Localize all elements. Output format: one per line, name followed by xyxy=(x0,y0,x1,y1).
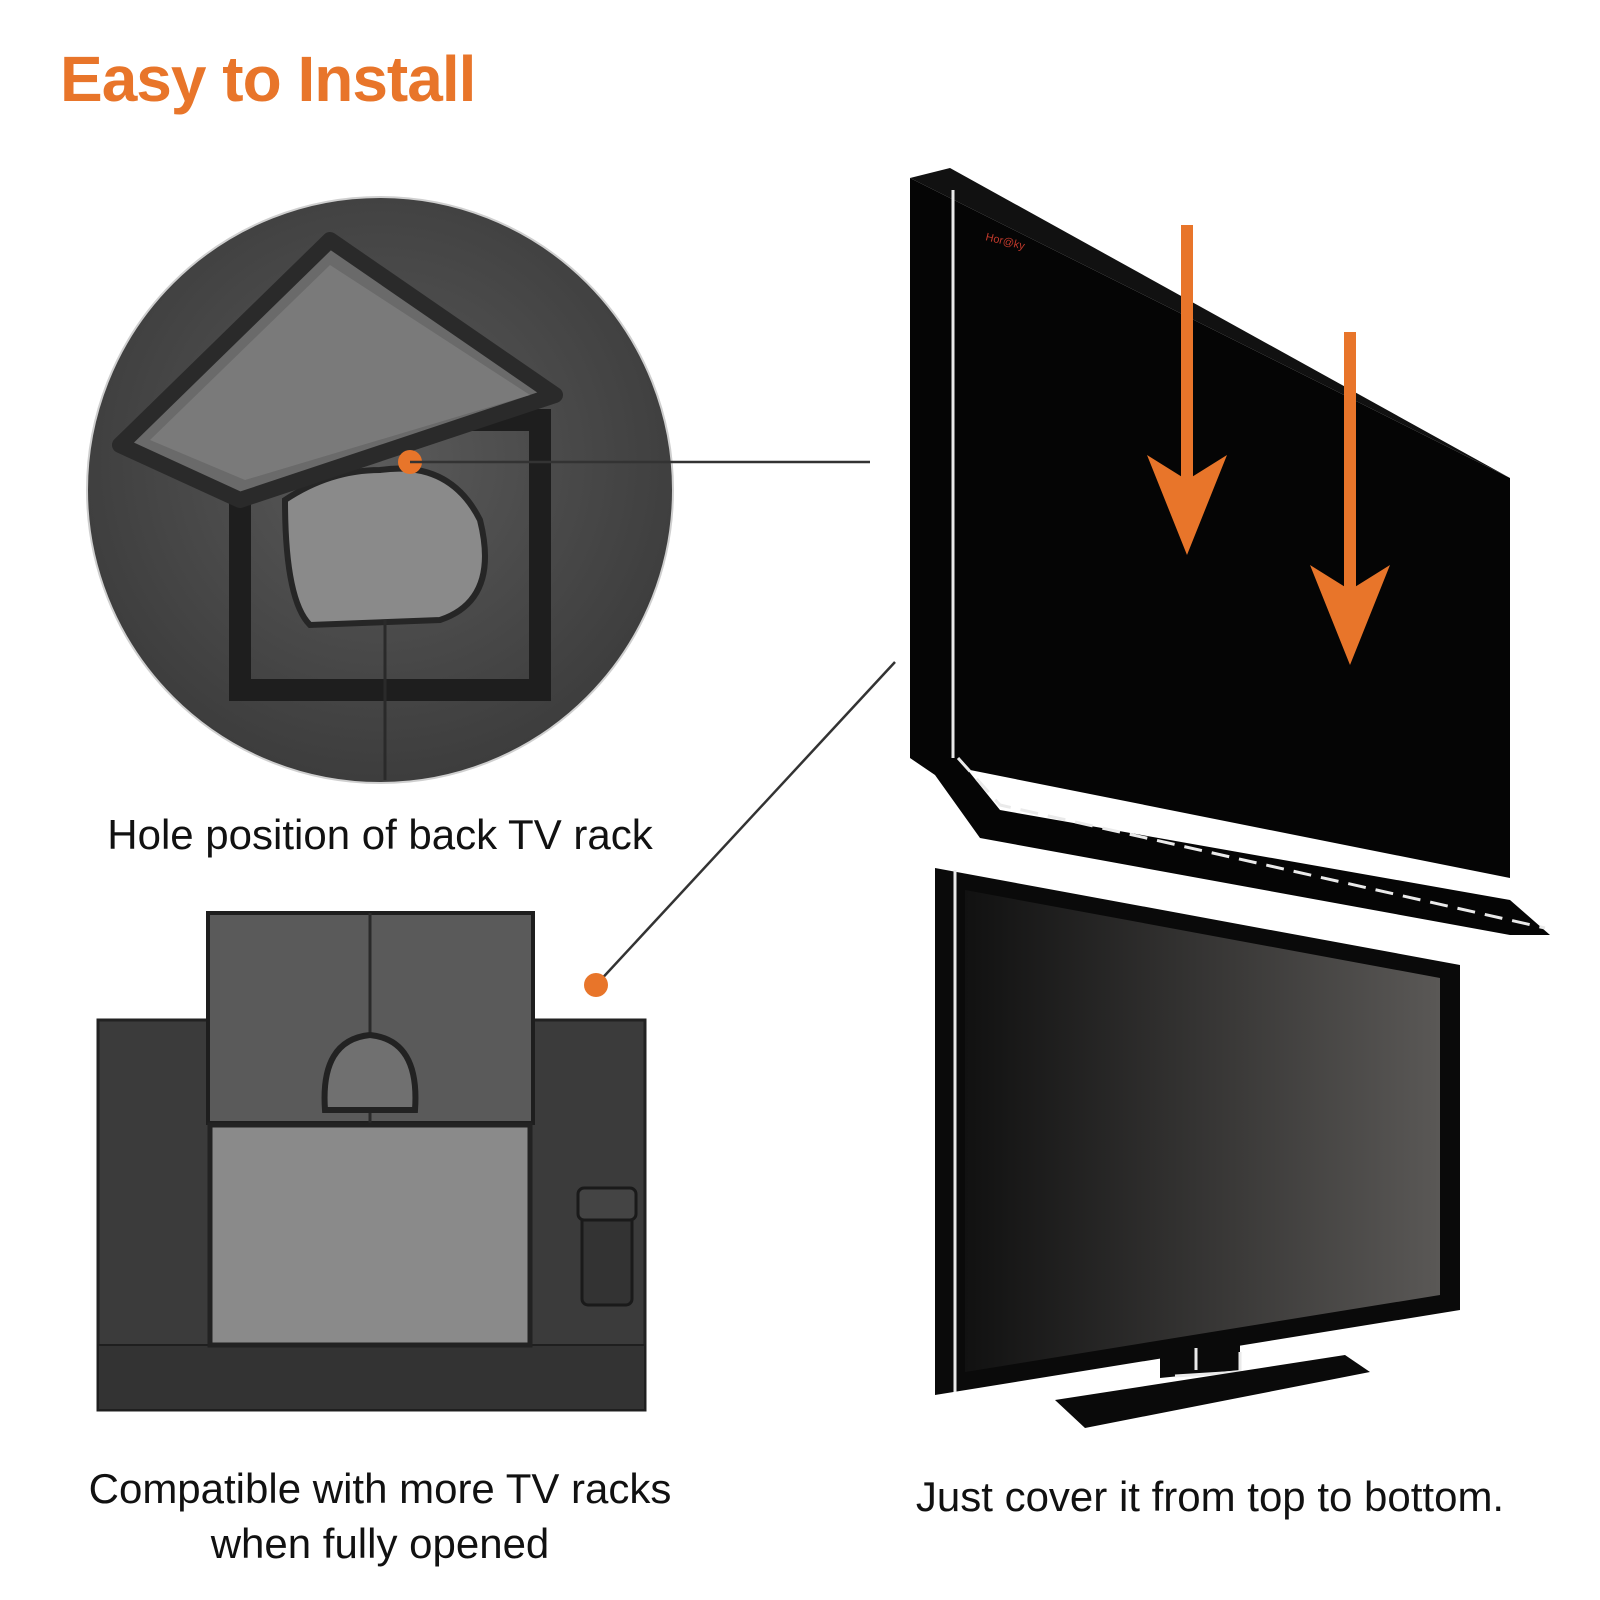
bare-tv xyxy=(935,868,1460,1428)
caption-compatible-line1: Compatible with more TV racks xyxy=(88,1465,672,1512)
caption-cover: Just cover it from top to bottom. xyxy=(915,1473,1505,1520)
covered-tv: Hor@ky xyxy=(910,168,1550,935)
down-arrow-icon xyxy=(1310,332,1390,665)
page-title: Easy to Install xyxy=(60,43,476,115)
caption-compatible-line2: when fully opened xyxy=(210,1519,550,1567)
unfolded-cover xyxy=(96,911,647,1412)
down-arrow-icon xyxy=(1147,225,1227,555)
hole-detail-circle xyxy=(86,196,674,784)
caption-compatible: Compatible with more TV racks when fully… xyxy=(0,1462,760,1571)
caption-hole-position: Hole position of back TV rack xyxy=(107,811,653,858)
connector-line-bottom xyxy=(595,661,896,986)
orange-dot-icon xyxy=(584,973,608,997)
